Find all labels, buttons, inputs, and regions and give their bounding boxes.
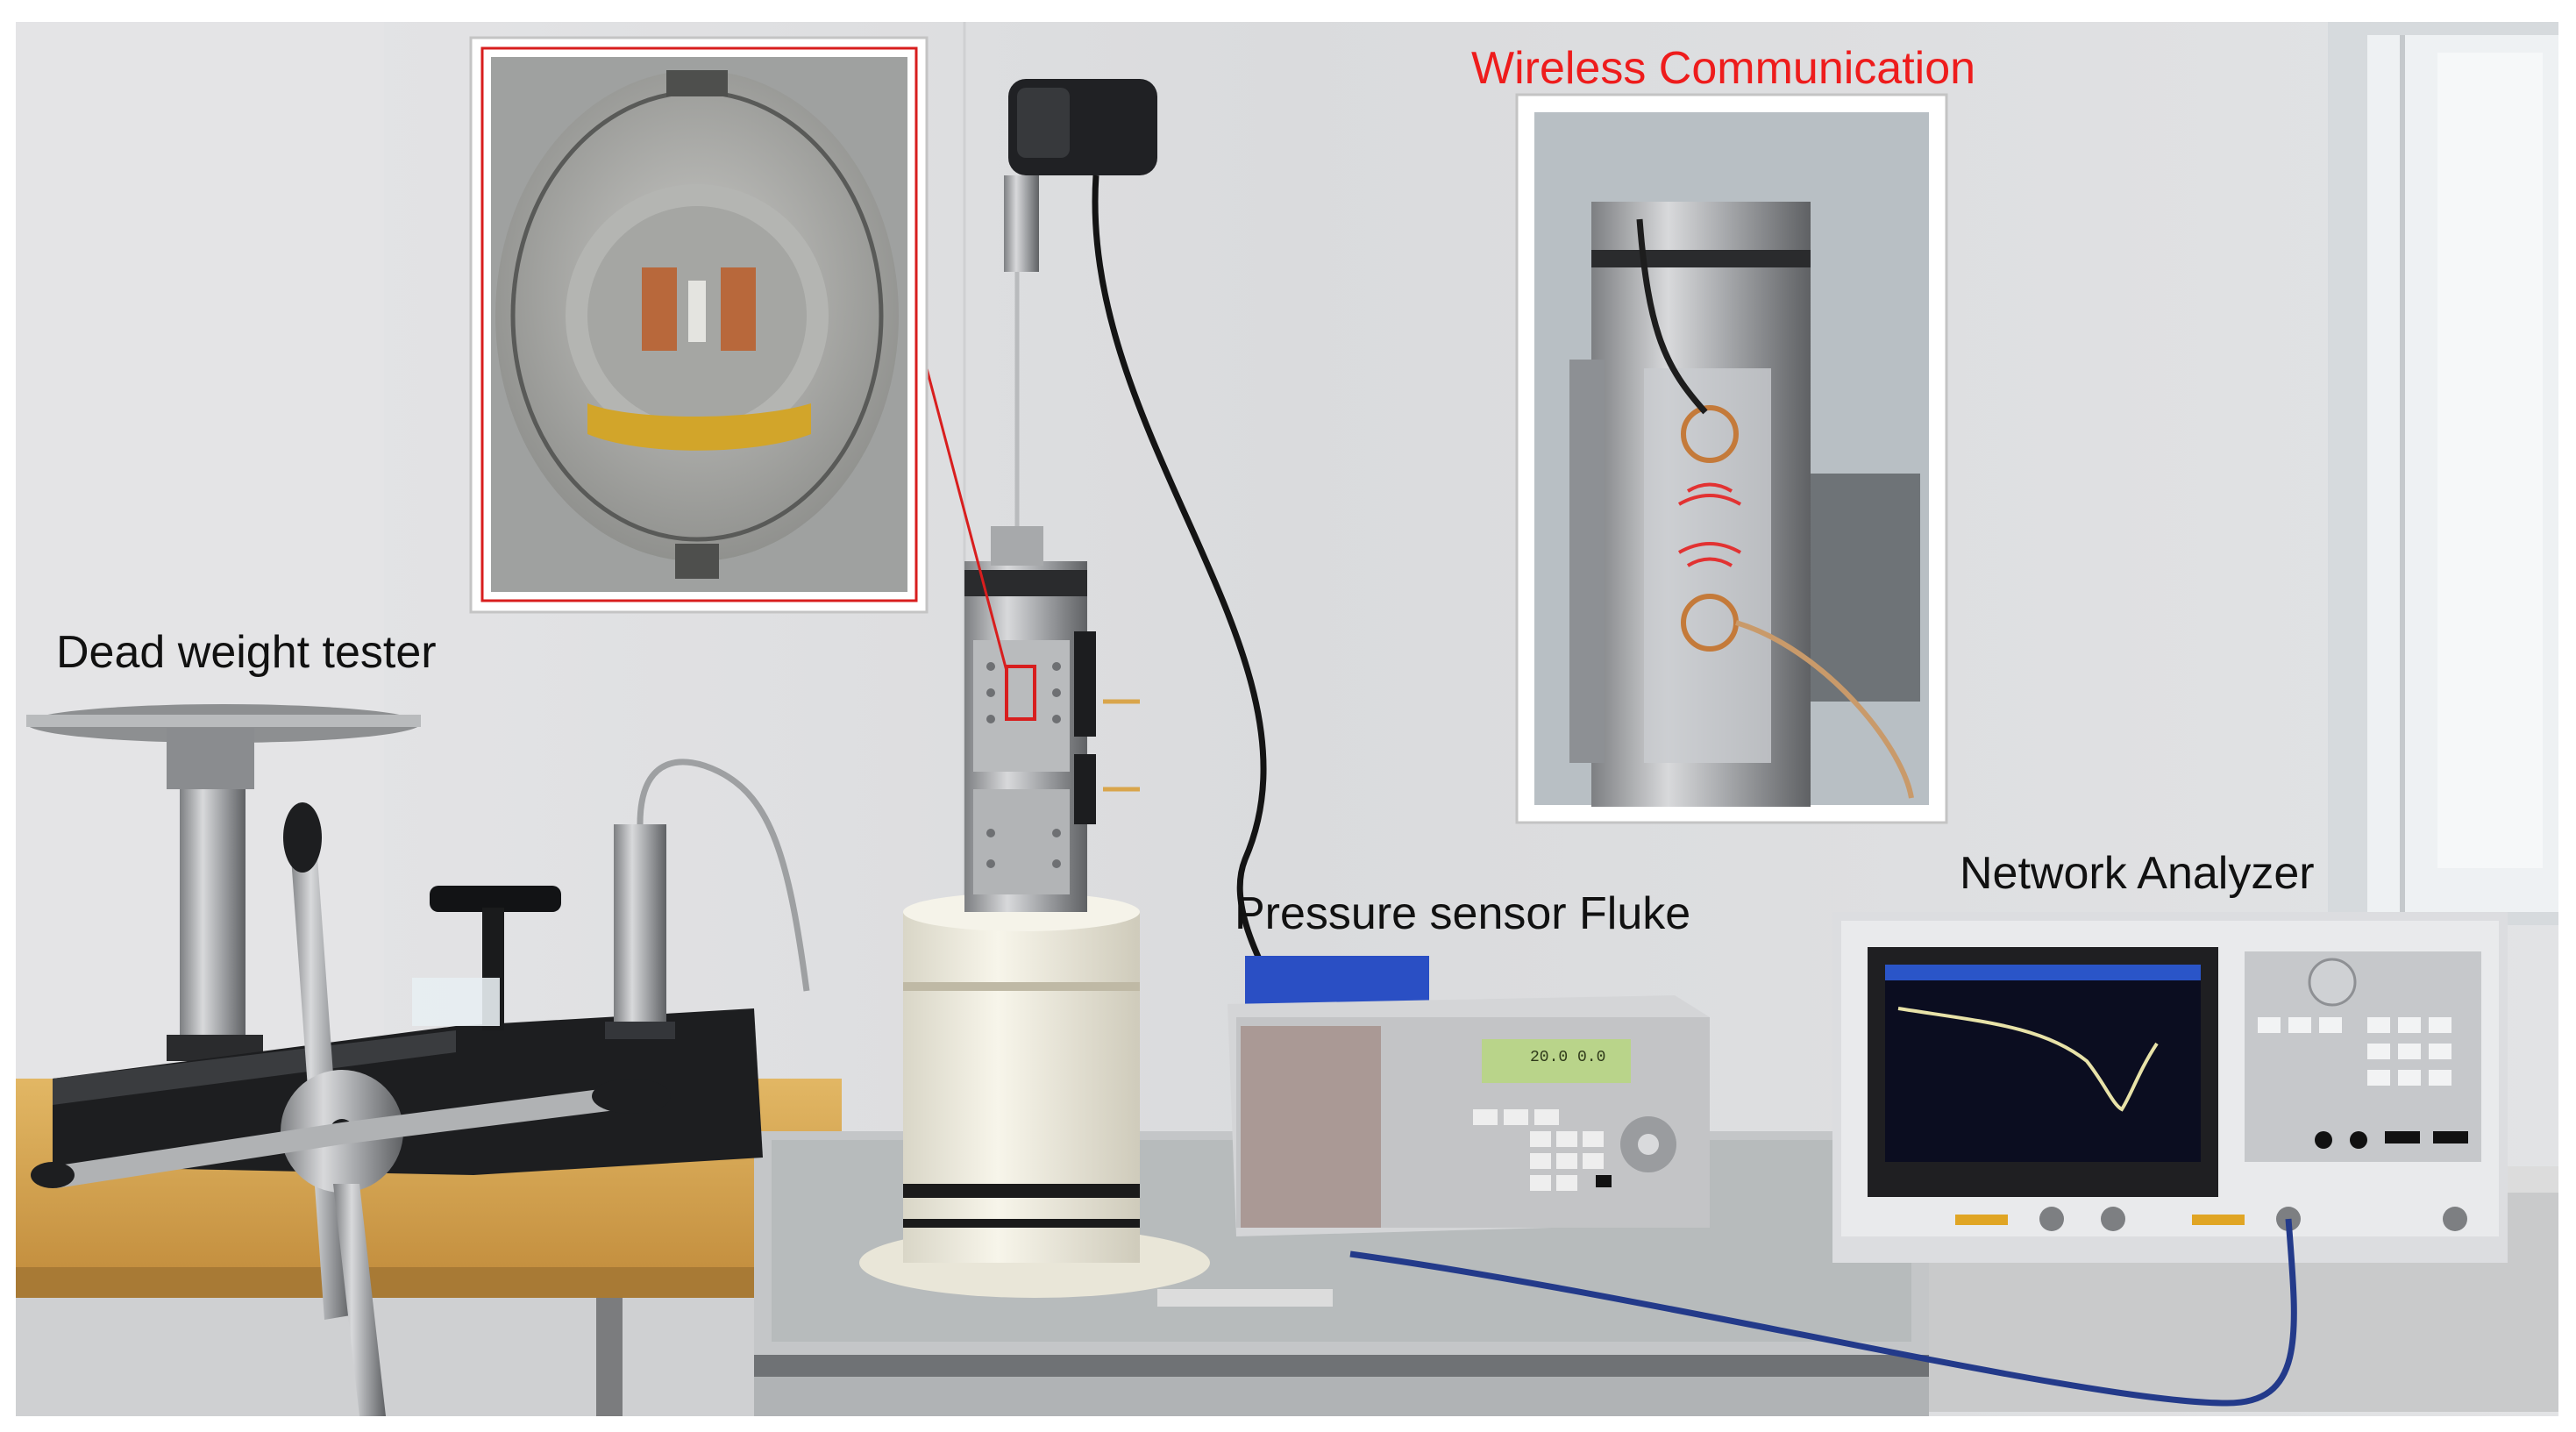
network-analyzer-label: Network Analyzer bbox=[1960, 848, 2315, 899]
s11-trace bbox=[1897, 1007, 2159, 1112]
fluke-display-line1: 20.0 0.0 bbox=[1530, 1049, 1605, 1066]
nylon-fixture bbox=[859, 893, 1210, 1298]
fluke-calibrator: 20.0 0.0 bbox=[1228, 956, 1710, 1236]
wireless-communication-label: Wireless Communication bbox=[1471, 43, 1976, 94]
inset-wireless-closeup bbox=[1515, 93, 1948, 824]
pressure-gauge bbox=[1004, 79, 1371, 1202]
network-analyzer bbox=[1349, 912, 2508, 1407]
pressure-sensor-fluke-label: Pressure sensor Fluke bbox=[1235, 888, 1691, 939]
dead-weight-tester bbox=[26, 704, 810, 1416]
sensor-housing bbox=[964, 526, 1140, 912]
analyzer-screen bbox=[1885, 965, 2201, 1162]
callout-line bbox=[914, 328, 1008, 672]
sensor-highlight-box bbox=[1005, 665, 1036, 721]
dead-weight-tester-label: Dead weight tester bbox=[56, 627, 437, 678]
inset-sensor-closeup bbox=[469, 36, 929, 614]
